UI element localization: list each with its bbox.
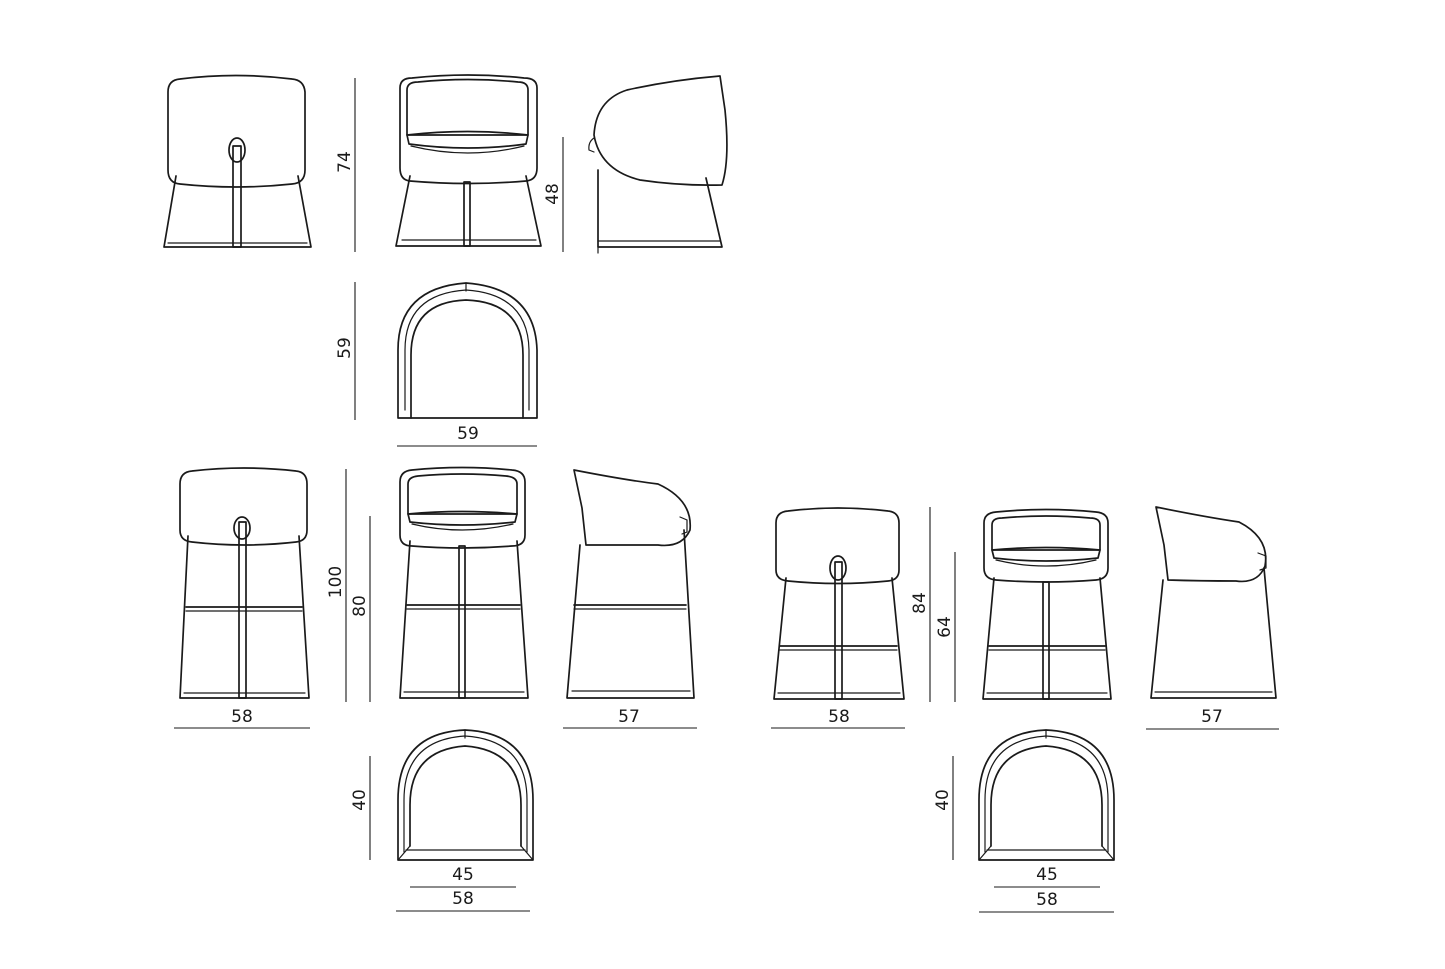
stool-high-height-dimension: 100 [326,469,347,702]
stool-low-width-dimension: 58 [771,707,905,729]
armchair-height-label: 74 [335,151,355,173]
armchair-width-label: 59 [457,424,479,444]
stool-high-width-label: 58 [231,707,253,727]
armchair-width-dimension: 59 [397,424,537,447]
armchair-back-view [163,74,312,248]
stool-low-seat-height-dimension: 64 [935,552,956,702]
stool-low-top-width-label: 58 [1036,890,1058,910]
stool-low-side-view [1150,506,1277,699]
stool-high-front-view [399,466,529,699]
stool-high-group: 100 58 80 [174,466,697,912]
stool-low-depth-label: 57 [1201,707,1223,727]
stool-high-depth-label: 57 [618,707,640,727]
stool-low-width-label: 58 [828,707,850,727]
stool-low-top-depth-dimension: 40 [933,756,954,860]
stool-low-back-view [773,507,905,700]
armchair-top-view [397,282,538,419]
stool-high-top-width-dimension: 58 [396,889,530,912]
stool-low-top-inner-width-dimension: 45 [994,865,1100,888]
armchair-side-view [588,75,728,254]
stool-high-height-label: 100 [326,566,346,598]
stool-low-group: 58 84 64 [771,506,1279,913]
stool-low-top-view [978,729,1115,861]
stool-low-depth-dimension: 57 [1146,707,1279,730]
armchair-front-view [395,74,542,247]
stool-high-top-depth-dimension: 40 [350,756,371,860]
stool-high-top-inner-width-dimension: 45 [410,865,516,888]
stool-high-back-view [179,467,310,699]
stool-high-top-view [397,729,534,861]
stool-high-seat-height-dimension: 80 [350,516,371,702]
stool-high-seat-height-label: 80 [350,595,370,617]
stool-high-top-width-label: 58 [452,889,474,909]
armchair-seat-height-label: 48 [543,183,563,205]
stool-low-front-view [982,508,1112,700]
stool-high-width-dimension: 58 [174,707,310,729]
armchair-depth-label: 59 [335,337,355,359]
armchair-group: 74 48 [163,74,728,447]
stool-high-depth-dimension: 57 [563,707,697,729]
stool-low-height-label: 84 [910,592,930,614]
stool-low-height-dimension: 84 [910,507,931,702]
stool-high-top-depth-label: 40 [350,789,370,811]
stool-low-seat-height-label: 64 [935,616,955,638]
stool-high-top-inner-width-label: 45 [452,865,474,885]
armchair-depth-dimension: 59 [335,282,356,420]
stool-low-top-inner-width-label: 45 [1036,865,1058,885]
armchair-seat-height-dimension: 48 [543,137,564,252]
armchair-height-dimension: 74 [335,78,356,252]
stool-high-side-view [566,469,695,699]
stool-low-top-width-dimension: 58 [979,890,1114,913]
stool-low-top-depth-label: 40 [933,789,953,811]
